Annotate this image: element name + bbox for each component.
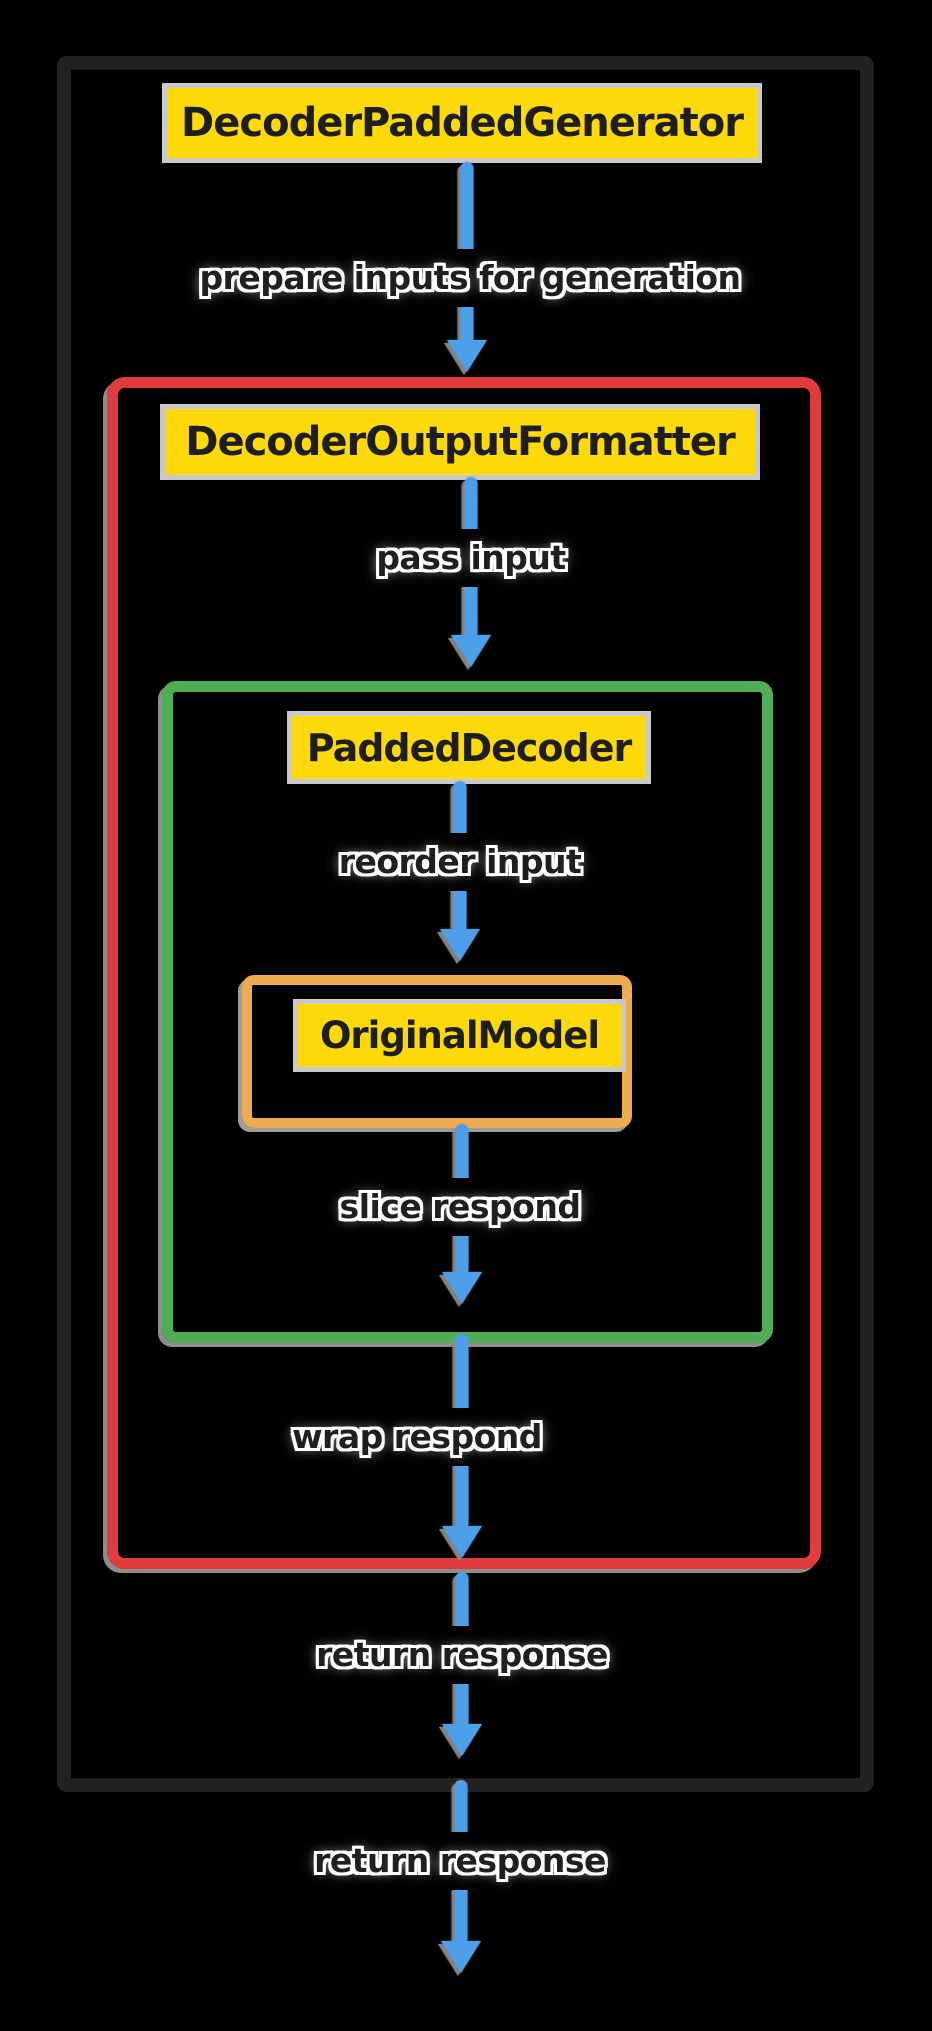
arrow-shaft <box>455 1334 469 1530</box>
down-arrow-icon-3 <box>439 781 481 961</box>
down-arrow-icon-5 <box>441 1334 483 1558</box>
arrow-shaft <box>453 781 467 933</box>
original-model-box <box>242 975 632 1128</box>
decoder-output-formatter-box <box>107 377 821 1569</box>
padded-decoder-title: PaddedDecoder <box>292 716 646 779</box>
decoder-padded-generator-box <box>57 56 874 1792</box>
arrow-head <box>442 1526 482 1558</box>
decoder-output-formatter-title-text: DecoderOutputFormatter <box>185 419 736 465</box>
arrow-shaft <box>460 162 474 344</box>
arrow-head <box>442 1724 482 1756</box>
arrow-shaft <box>464 477 478 639</box>
original-model-title-text: OriginalModel <box>319 1014 600 1057</box>
arrow-head <box>451 635 491 667</box>
decoder-padded-generator-title-text: DecoderPaddedGenerator <box>181 100 744 146</box>
decoder-padded-generator-title: DecoderPaddedGenerator <box>167 88 757 158</box>
arrow-head <box>441 1941 481 1973</box>
padded-decoder-title-text: PaddedDecoder <box>306 725 633 770</box>
down-arrow-icon-4 <box>441 1124 483 1304</box>
arrow-head <box>447 340 487 372</box>
down-arrow-icon-1 <box>446 162 488 372</box>
arrow-head <box>440 929 480 961</box>
original-model-title: OriginalModel <box>298 1004 621 1067</box>
decoder-output-formatter-title: DecoderOutputFormatter <box>165 409 755 475</box>
down-arrow-icon-2 <box>450 477 492 667</box>
down-arrow-icon-6 <box>441 1572 483 1756</box>
down-arrow-icon-7 <box>440 1780 482 1973</box>
arrow-head <box>442 1272 482 1304</box>
arrow-shaft <box>455 1124 469 1276</box>
arrow-shaft <box>455 1572 469 1728</box>
arrow-shaft <box>454 1780 468 1945</box>
